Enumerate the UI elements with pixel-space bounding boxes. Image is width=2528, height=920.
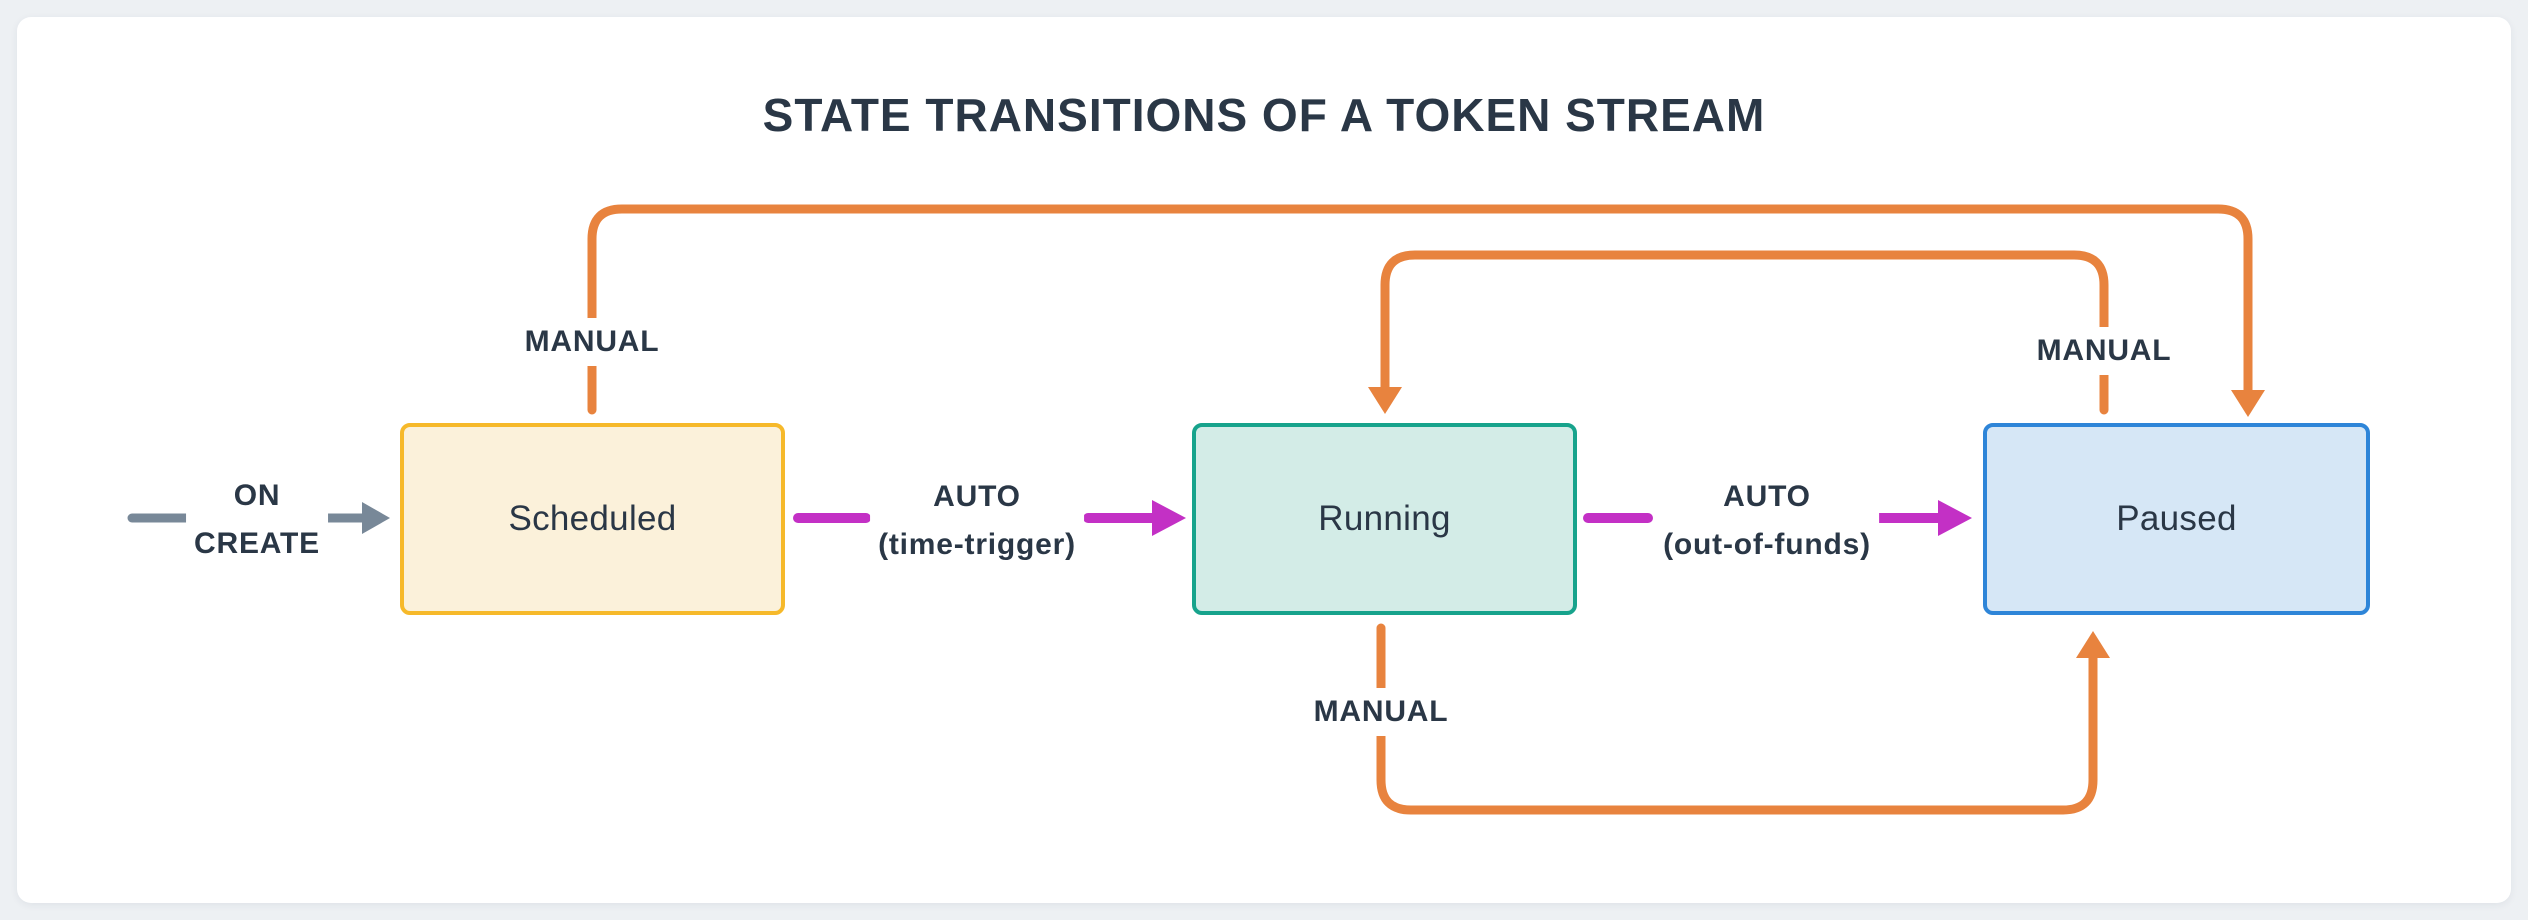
diagram-title: STATE TRANSITIONS OF A TOKEN STREAM [762, 89, 1766, 141]
edge-on-create-arrowhead [362, 502, 390, 534]
edge-label-manual-paused-to-running: MANUAL [2028, 327, 2180, 375]
state-label-scheduled: Scheduled [508, 499, 677, 538]
edge-label-auto-time-trigger-line2: (time-trigger) [878, 528, 1076, 561]
edge-label-on-create: ON CREATE [186, 472, 328, 568]
state-label-running: Running [1318, 499, 1451, 538]
edge-label-auto-out-of-funds-line2: (out-of-funds) [1663, 528, 1871, 561]
state-label-paused: Paused [2116, 499, 2237, 538]
edge-manual-scheduled-to-paused-arrowhead [2231, 390, 2265, 417]
edge-manual-running-to-paused-line [1376, 623, 2098, 815]
edge-manual-paused-to-running-line [1380, 250, 2109, 415]
edge-label-manual-scheduled-to-paused: MANUAL [516, 318, 668, 366]
state-box-paused: Paused [1983, 423, 2370, 615]
state-box-running: Running [1192, 423, 1577, 615]
edge-manual-scheduled-to-paused-line [587, 204, 2253, 415]
edge-label-auto-out-of-funds-line1: AUTO [1723, 480, 1811, 513]
state-box-scheduled: Scheduled [400, 423, 785, 615]
edge-label-on-create-line2: CREATE [194, 527, 320, 560]
edge-label-auto-out-of-funds: AUTO (out-of-funds) [1655, 473, 1879, 569]
edge-label-auto-time-trigger: AUTO (time-trigger) [870, 473, 1084, 569]
edge-label-auto-time-trigger-line1: AUTO [933, 480, 1021, 513]
edge-label-manual-running-to-paused: MANUAL [1305, 688, 1457, 736]
edge-auto-out-of-funds-arrowhead [1938, 500, 1972, 536]
edge-manual-paused-to-running-arrowhead [1368, 387, 1402, 414]
edge-auto-time-trigger-arrowhead [1152, 500, 1186, 536]
edge-label-on-create-line1: ON [233, 479, 281, 512]
edge-manual-running-to-paused-arrowhead [2076, 631, 2110, 658]
